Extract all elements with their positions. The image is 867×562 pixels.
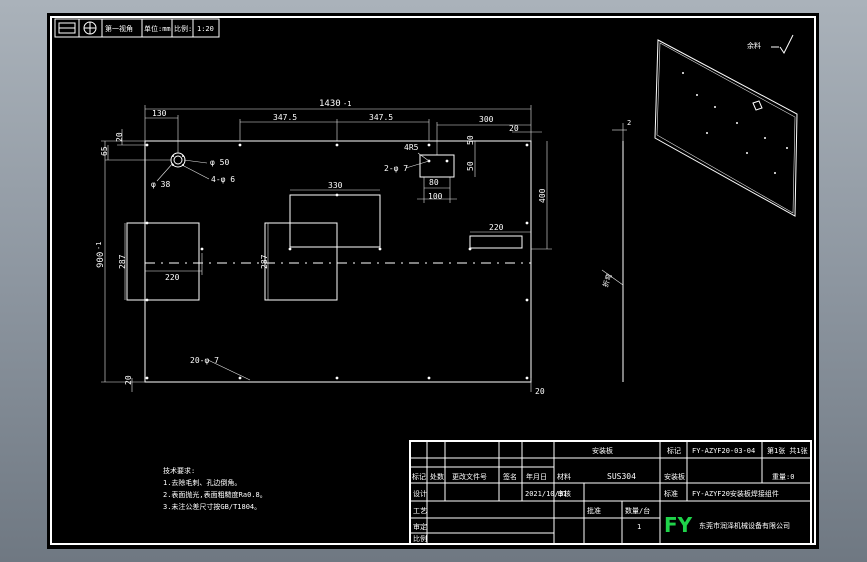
dim-4-6: 4-φ 6	[211, 175, 235, 184]
tech-notes: 技术要求: 1.去除毛刺、孔边倒角。 2.表面抛光,表面粗糙度Ra0.8。 3.…	[163, 466, 267, 511]
view-label: 第一视角	[105, 24, 133, 33]
tech-notes-title: 技术要求:	[163, 466, 195, 475]
drawing-sheet: 第一视角 单位:mm 比例: 1:20	[47, 13, 819, 549]
tb-sheet: 第1张 共1张	[767, 446, 808, 455]
dimension-lines	[101, 105, 552, 392]
side-view: 2 折弯	[601, 119, 631, 382]
iso-note: 余料	[747, 41, 761, 50]
side-note: 折弯	[601, 272, 614, 288]
scale-value: 1:20	[197, 25, 214, 33]
tb-row-design: 设计	[413, 489, 427, 498]
dim-20-br: 20	[535, 387, 545, 396]
tb-drawing-no-label: 标记	[667, 446, 681, 455]
iso-view: 余料	[654, 34, 798, 217]
dim-50-a: 50	[466, 135, 475, 145]
dim-100: 100	[428, 192, 443, 201]
dim-20-tl: 20	[115, 132, 124, 142]
dim-2-7: 2-φ 7	[384, 164, 408, 173]
dim-300: 300	[479, 115, 494, 124]
dim-overall-height-tol: -1	[95, 242, 103, 250]
dim-65: 65	[100, 146, 109, 156]
tb-qty-label: 数量/台	[625, 506, 650, 515]
tb-name-short: 安装板	[664, 472, 685, 481]
dim-20-tr: 20	[509, 124, 519, 133]
tb-drawing-no: FY-AZYF20-03-04	[692, 447, 755, 455]
tb-row-standard: 标准	[664, 489, 678, 498]
tb-row-check: 审核	[557, 489, 571, 498]
main-plate-view	[126, 140, 532, 383]
cutout-center	[264, 222, 338, 301]
dim-400: 400	[538, 188, 547, 203]
scale-label-prefix: 比例:	[174, 24, 192, 33]
roughness-check-icon	[779, 34, 794, 54]
tech-note-1: 1.去除毛刺、孔边倒角。	[163, 478, 241, 487]
dim-80: 80	[429, 178, 439, 187]
dim-20-7: 20-φ 7	[190, 356, 219, 365]
dim-330: 330	[328, 181, 343, 190]
dim-overall-width: 1430	[319, 99, 341, 109]
dim-38: φ 38	[151, 180, 170, 189]
tb-qty-value: 1	[637, 523, 641, 531]
tb-part-full: FY-AZYF20安装板焊接组件	[692, 489, 779, 498]
unit-label: 单位:mm	[144, 24, 171, 33]
view-title-frame	[54, 18, 220, 38]
dim-287-left: 287	[118, 254, 127, 269]
dim-220-left: 220	[165, 273, 180, 282]
dim-347-b: 347.5	[369, 113, 393, 122]
tb-h-mark: 标记	[412, 472, 426, 481]
tb-h-count: 处数	[430, 472, 444, 481]
plate-outline	[144, 140, 532, 383]
dim-overall-width-tol: -1	[343, 100, 351, 108]
edge-holes	[145, 143, 529, 380]
dim-287-mid: 287	[260, 254, 269, 269]
tb-company: 东莞市润泽机械设备有限公司	[699, 521, 790, 530]
tb-weight: 重量:0	[772, 473, 794, 481]
dim-4R5: 4R5	[404, 143, 419, 152]
company-logo: FY	[664, 513, 693, 537]
tb-material-label: 材料	[557, 472, 571, 481]
tech-note-3: 3.未注公差尺寸按GB/T1804。	[163, 502, 261, 511]
dim-20-bl: 20	[124, 375, 133, 385]
dim-347-a: 347.5	[273, 113, 297, 122]
tb-h-sign: 签名	[503, 472, 517, 481]
tb-row-review: 审定	[413, 522, 427, 531]
tb-name: 安装板	[592, 446, 613, 455]
tb-row-process: 工艺	[413, 507, 427, 515]
view-title-bar: 第一视角 单位:mm 比例: 1:20	[54, 18, 220, 38]
cutout-left	[126, 222, 200, 301]
tb-material: SUS304	[607, 472, 636, 481]
title-block: 安装板 标记 FY-AZYF20-03-04 第1张 共1张 标记 处数 更改文…	[409, 440, 812, 545]
tb-h-change: 更改文件号	[452, 472, 487, 481]
tb-scale-label: 比例	[413, 534, 427, 543]
drawing-canvas: 第一视角 单位:mm 比例: 1:20	[50, 16, 816, 545]
tb-date: 2021/10/31	[525, 490, 567, 498]
dim-220-right: 220	[489, 223, 504, 232]
dim-50-b: 50	[466, 161, 475, 171]
dim-hole-50: φ 50	[210, 158, 229, 167]
dim-overall-height: 900	[96, 252, 106, 268]
dimension-texts: 1430 -1 130 347.5 347.5 300 20 20 65 φ 5…	[95, 99, 547, 396]
tech-note-2: 2.表面抛光,表面粗糙度Ra0.8。	[163, 490, 267, 499]
cutout-right-slot	[469, 235, 523, 249]
tb-h-date: 年月日	[526, 472, 547, 481]
cutout-top	[289, 194, 381, 248]
tb-row-approve: 批准	[587, 506, 601, 515]
dim-130: 130	[152, 109, 167, 118]
side-thickness: 2	[627, 119, 631, 127]
